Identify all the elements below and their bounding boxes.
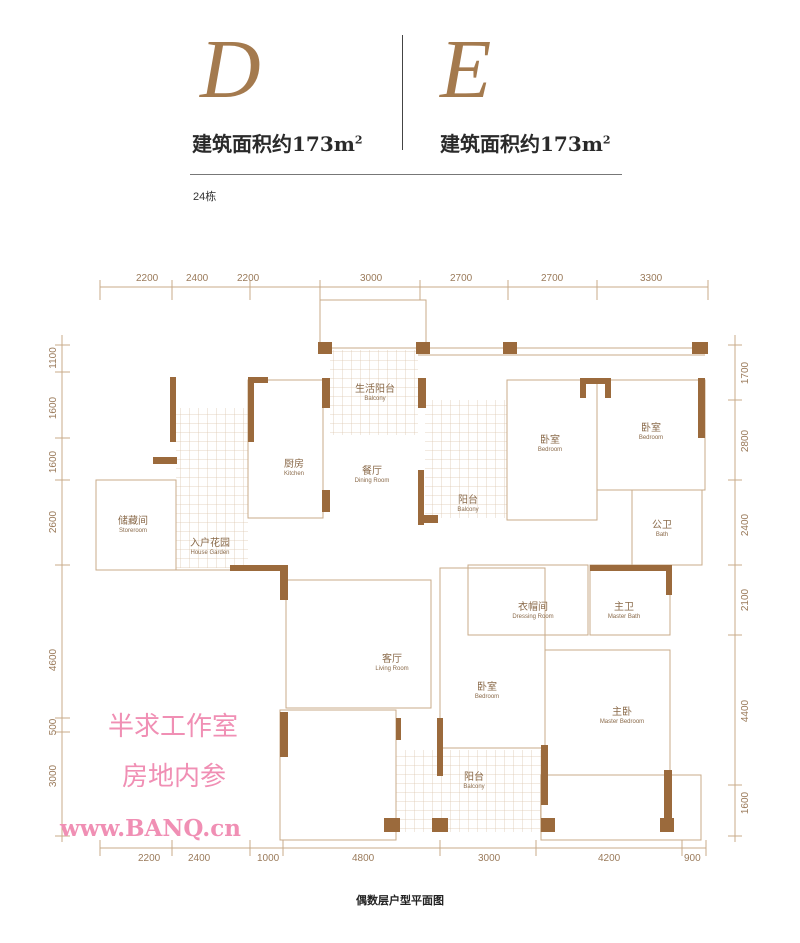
room-name-zh: 阳台 (458, 493, 478, 506)
dimension-bottom: 2200 2400 1000 4800 3000 4200 900 (138, 853, 701, 864)
unit-e-area-text: 建筑面积约173m (440, 132, 603, 156)
room-name-zh: 主卫 (614, 601, 634, 613)
dimension-label: 2700 (450, 273, 473, 284)
unit-e-area-sup: 2 (602, 133, 611, 147)
dimension-label: 1700 (740, 361, 751, 384)
dimension-label: 3000 (48, 764, 59, 787)
dimension-label: 1600 (48, 450, 59, 473)
room-name-zh: 卧室 (540, 433, 560, 446)
dimension-label: 1100 (48, 347, 59, 369)
watermark-line1: 半求工作室 (108, 712, 238, 742)
room-name-zh: 储藏间 (118, 514, 148, 527)
dimension-label: 4400 (740, 699, 751, 722)
dimension-label: 2100 (740, 588, 751, 611)
room-name-en: Storeroom (119, 528, 147, 534)
dimension-label: 2400 (188, 853, 211, 864)
room-name-en: Balcony (463, 784, 484, 790)
watermark-line2: 房地内参 (122, 762, 226, 792)
dimension-label: 3000 (478, 853, 501, 864)
dimension-label: 1600 (740, 791, 751, 814)
dimension-label: 2200 (138, 853, 161, 864)
building-number: 24栋 (193, 191, 217, 203)
room-name-zh: 公卫 (652, 520, 672, 531)
room-name-zh: 卧室 (477, 680, 497, 693)
header-rule (190, 174, 622, 175)
tiled-floors (176, 350, 541, 832)
dimension-label: 3000 (360, 273, 383, 284)
dimension-top: 2200 2400 2200 3000 2700 2700 3300 (136, 273, 663, 284)
dimension-label: 4200 (598, 853, 621, 864)
dimension-left: 1100 1600 1600 2600 4600 500 3000 (48, 347, 59, 787)
room-name-en: Master Bedroom (600, 719, 644, 725)
unit-d-area-sup: 2 (354, 133, 363, 147)
room-name-zh: 生活阳台 (355, 382, 395, 395)
room-name-zh: 入户花园 (190, 536, 230, 549)
walls (153, 342, 708, 832)
dimension-label: 3300 (640, 273, 663, 284)
room-name-en: Master Bath (608, 614, 640, 620)
dimension-label: 4600 (48, 648, 59, 671)
room-name-zh: 厨房 (284, 457, 304, 470)
dimension-label: 2600 (48, 510, 59, 533)
header-divider (402, 35, 403, 150)
dimension-lines (55, 280, 742, 856)
dimension-label: 500 (48, 718, 59, 735)
watermark-url: www.BANQ.cn (59, 815, 241, 842)
room-name-en: House Garden (190, 550, 229, 556)
room-name-en: Dining Room (355, 478, 390, 484)
unit-e-letter: E (440, 23, 492, 116)
dimension-label: 1600 (48, 396, 59, 419)
dimension-label: 900 (684, 853, 701, 864)
dimension-label: 2700 (541, 273, 564, 284)
plan-caption: 偶数层户型平面图 (356, 895, 444, 907)
room-name-en: Bedroom (475, 694, 499, 700)
dimension-label: 2400 (740, 513, 751, 536)
dimension-label: 2200 (237, 273, 260, 284)
room-name-zh: 卧室 (641, 421, 661, 434)
room-name-zh: 餐厅 (362, 464, 382, 477)
dimension-label: 2200 (136, 273, 159, 284)
unit-d-letter: D (200, 23, 261, 116)
room-name-en: Bedroom (538, 447, 562, 453)
unit-d-area-text: 建筑面积约173m (192, 132, 355, 156)
dimension-right: 1700 2800 2400 2100 4400 1600 (740, 361, 751, 814)
room-name-en: Bedroom (639, 435, 663, 441)
dimension-label: 2800 (740, 429, 751, 452)
room-name-en: Kitchen (284, 471, 304, 477)
unit-e-area: 建筑面积约173m2 (440, 128, 611, 157)
room-name-zh: 主卧 (612, 705, 632, 718)
dimension-label: 2400 (186, 273, 209, 284)
dimension-label: 4800 (352, 853, 375, 864)
room-name-en: Balcony (364, 396, 385, 402)
dimension-label: 1000 (257, 853, 280, 864)
room-name-en: Bath (656, 532, 668, 538)
room-name-zh: 客厅 (382, 652, 402, 665)
room-name-en: Living Room (375, 666, 408, 672)
room-name-en: Dressing Room (512, 614, 553, 620)
room-name-en: Balcony (457, 507, 478, 513)
room-name-zh: 衣帽间 (518, 600, 548, 613)
plan-outlines (95, 299, 706, 841)
room-name-zh: 阳台 (464, 770, 484, 783)
unit-d-area: 建筑面积约173m2 (192, 128, 363, 157)
